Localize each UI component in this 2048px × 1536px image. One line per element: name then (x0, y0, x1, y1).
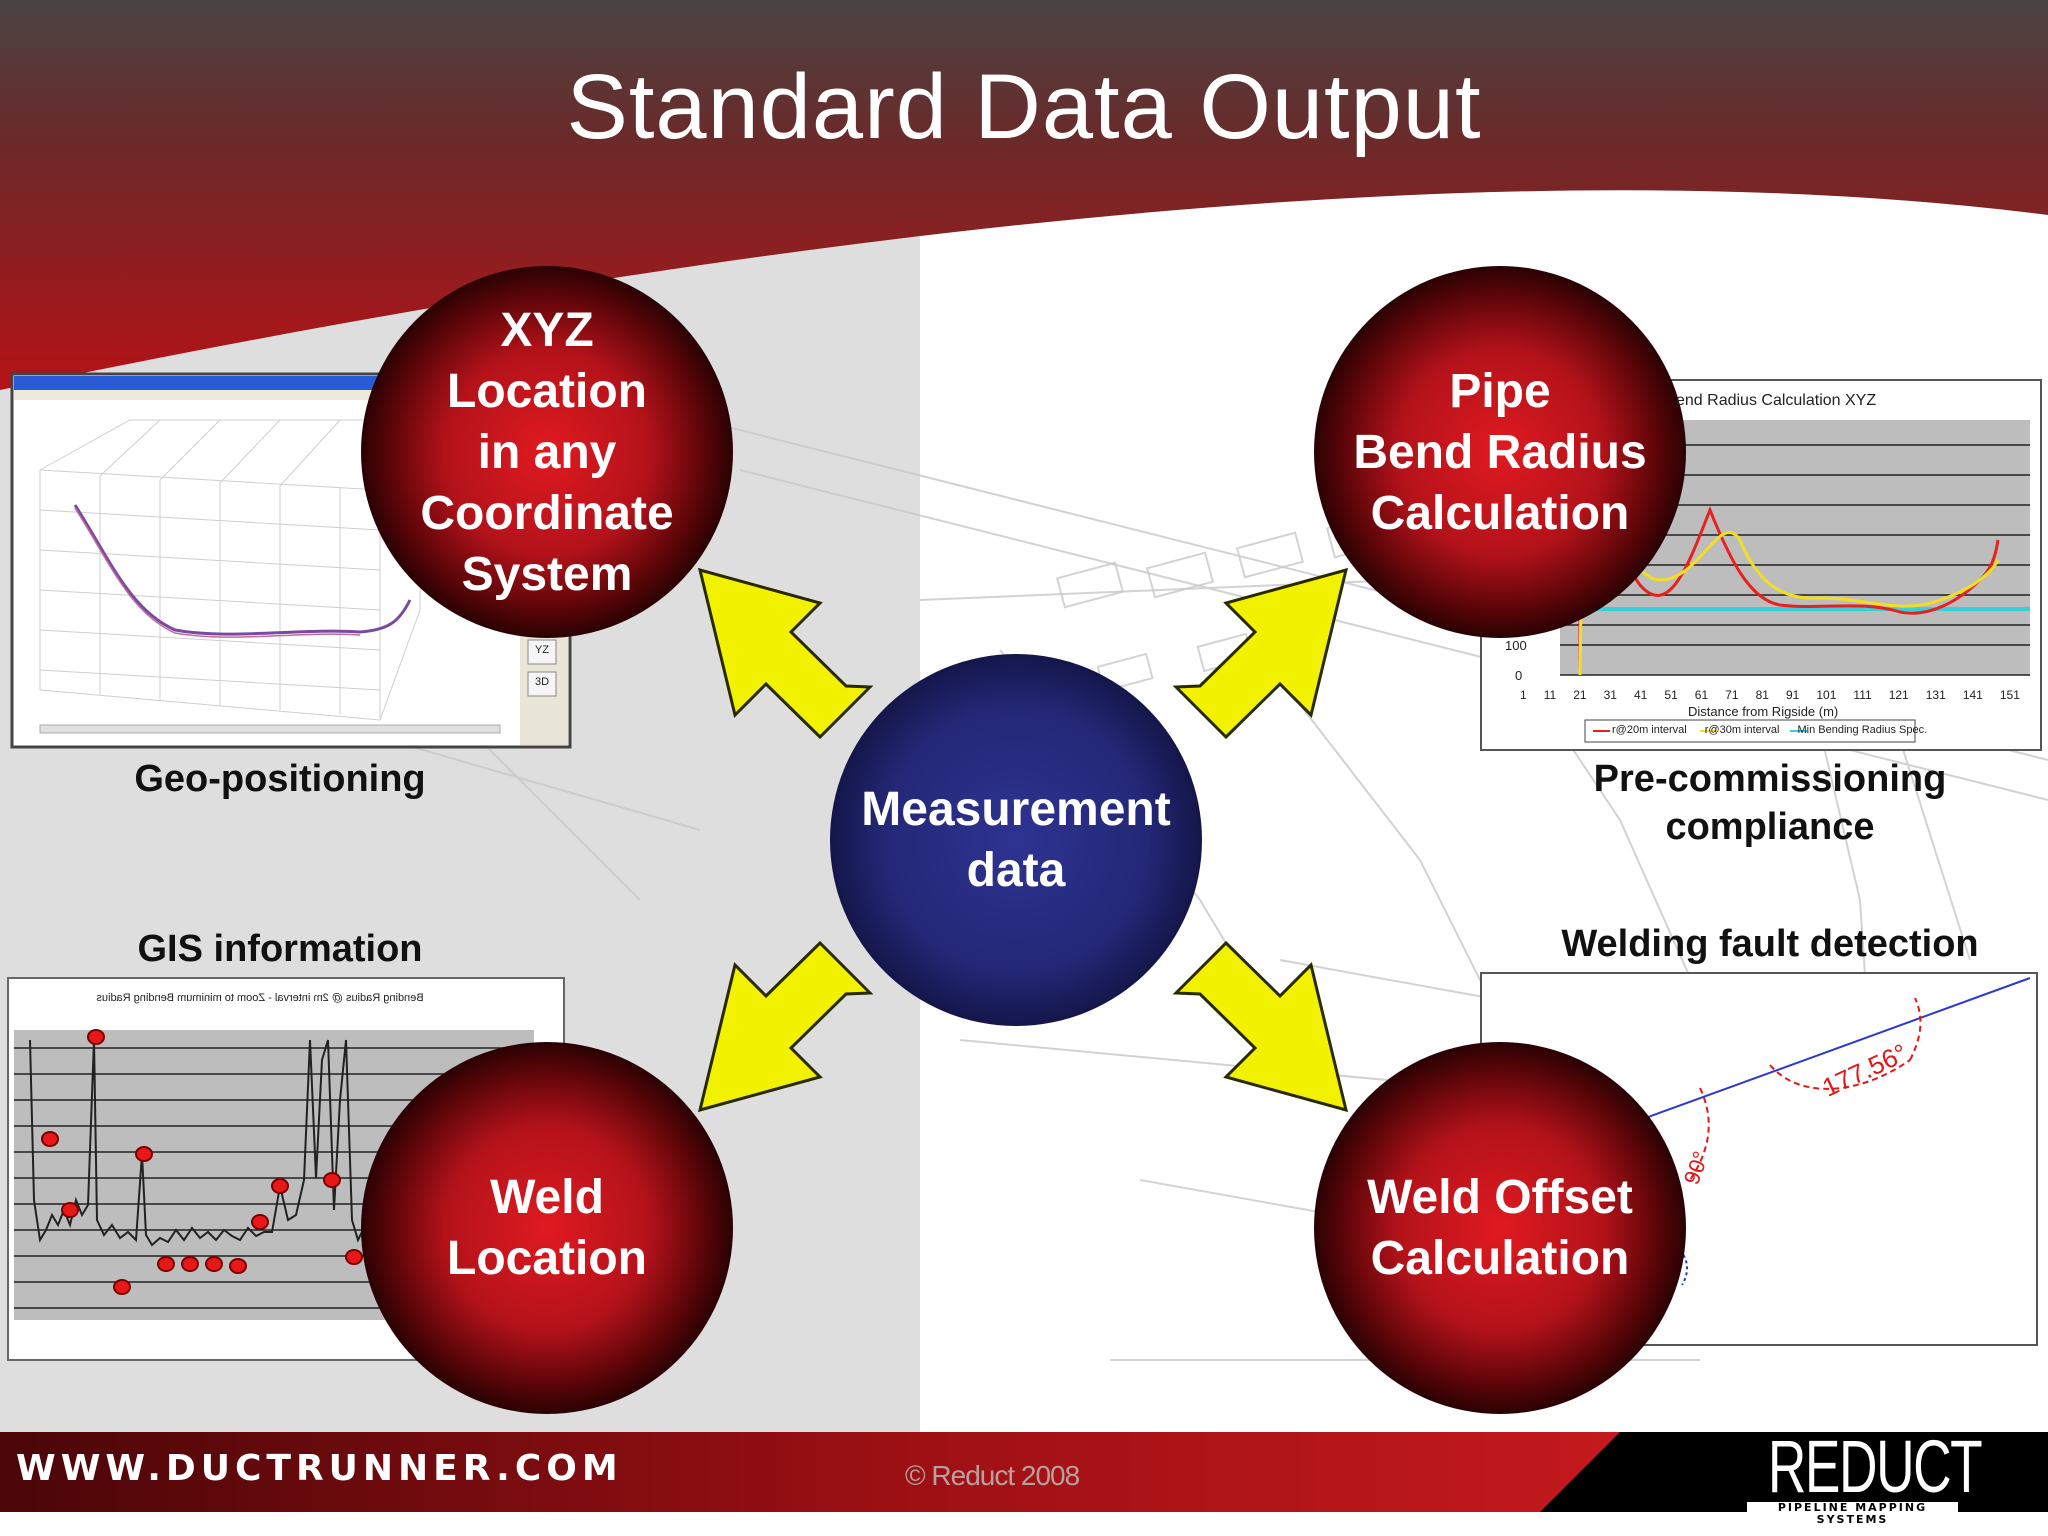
xyz-view-button[interactable]: 3D (534, 676, 550, 688)
reduct-logo-wordmark: REDUCT (1767, 1425, 1983, 1508)
node-offset-line: Calculation (1370, 1232, 1630, 1285)
node-xyz-line: System (461, 547, 633, 601)
xyz-view-button[interactable]: YZ (534, 644, 550, 656)
node-offset-circle (1314, 1042, 1686, 1414)
bend-x-tick: 11 (1543, 688, 1557, 702)
bend-legend-item: Min Bending Radius Spec. (1797, 724, 1928, 736)
bend-x-tick: 71 (1725, 688, 1739, 702)
node-pipe-label: Pipe Bend Radius Calculation (1314, 266, 1686, 638)
weld-marker-dots (41, 1029, 363, 1295)
arrow-to-xyz (697, 567, 874, 740)
bend-x-tick: 21 (1573, 688, 1587, 702)
caption-gis-information: GIS information (137, 928, 423, 970)
node-xyz-label: XYZ Location in any Coordinate System (361, 266, 733, 638)
reduct-logo-tagline: PIPELINE MAPPING SYSTEMS (1747, 1502, 1958, 1526)
bend-y-tick: 0 (1515, 668, 1523, 683)
node-pipe-circle (1314, 266, 1686, 638)
node-weld-label: Weld Location (361, 1042, 733, 1414)
bend-x-label: Distance from Rigside (m) (1688, 704, 1839, 719)
node-xyz-line: XYZ (500, 303, 594, 357)
bend-x-tick: 141 (1962, 688, 1983, 702)
node-xyz-circle (361, 266, 733, 638)
bend-x-tick: 41 (1634, 688, 1648, 702)
bend-x-tick: 101 (1816, 688, 1837, 702)
bend-x-tick: 61 (1694, 688, 1709, 702)
bend-x-tick: 131 (1925, 688, 1946, 702)
center-label: Measurement data (830, 654, 1202, 1026)
center-circle (830, 654, 1202, 1026)
bend-x-tick: 1 (1520, 688, 1527, 702)
bend-x-tick: 91 (1785, 688, 1800, 702)
bend-x-tick: 121 (1888, 688, 1909, 702)
bend-x-tick: 51 (1664, 688, 1678, 702)
arrows (697, 567, 1349, 1113)
node-xyz-line: in any (477, 425, 617, 479)
footer-url: WWW.DUCTRUNNER.COM (16, 1448, 623, 1489)
caption-welding-fault-detection: Welding fault detection (1561, 923, 1979, 965)
node-offset-label: Weld Offset Calculation (1314, 1042, 1686, 1414)
node-offset-line: Weld Offset (1367, 1171, 1633, 1224)
slide-title: Standard Data Output (566, 56, 1482, 158)
gis-chart-title: Bending Radius @ 2m interval - Zoom to m… (96, 992, 424, 1004)
node-weld-circle (361, 1042, 733, 1414)
node-weld-line: Weld (490, 1171, 604, 1224)
node-pipe-line: Bend Radius (1353, 425, 1647, 479)
bend-legend-item: r@20m interval (1612, 724, 1687, 736)
footer-copyright: © Reduct 2008 (905, 1460, 1080, 1491)
caption-precommissioning-line: Pre-commissioning (1593, 758, 1947, 800)
bend-y-tick: 100 (1505, 638, 1527, 653)
bend-x-ticks: 1 11 21 31 41 51 61 71 81 91 101 111 121… (1520, 688, 2020, 702)
caption-precommissioning: Pre-commissioning compliance (1540, 755, 2000, 851)
arrow-to-pipe (1172, 567, 1349, 740)
node-weld-line: Location (447, 1232, 647, 1285)
center-line: data (966, 844, 1066, 897)
caption-geo-positioning: Geo-positioning (134, 758, 426, 800)
node-pipe-line: Calculation (1370, 486, 1630, 540)
center-line: Measurement (861, 783, 1171, 836)
node-xyz-line: Coordinate (420, 486, 674, 540)
bend-x-tick: 31 (1603, 688, 1617, 702)
node-xyz-line: Location (447, 364, 647, 418)
arrow-to-weld (697, 940, 874, 1113)
bend-legend: r@20m interval r@30m interval Min Bendin… (1612, 724, 1927, 736)
arrow-to-offset (1172, 940, 1349, 1113)
bend-x-tick: 151 (1999, 688, 2020, 702)
bend-x-tick: 81 (1755, 688, 1769, 702)
node-pipe-line: Pipe (1449, 364, 1551, 418)
caption-precommissioning-line: compliance (1665, 806, 1875, 848)
bend-x-tick: 111 (1853, 688, 1872, 702)
bend-chart-title: end Radius Calculation XYZ (1676, 392, 1877, 409)
reduct-logo: REDUCT PIPELINE MAPPING SYSTEMS (1735, 1425, 1983, 1526)
bend-legend-item: r@30m interval (1704, 724, 1780, 736)
